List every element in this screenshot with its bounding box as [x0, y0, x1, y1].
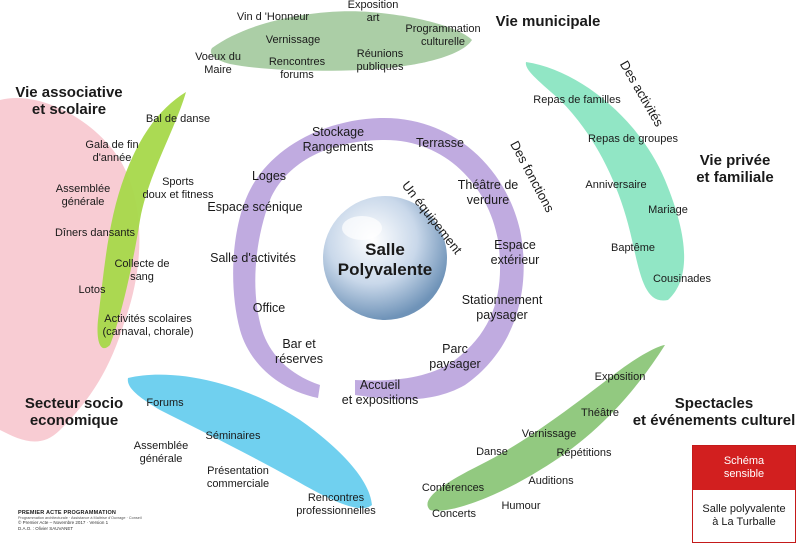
- private-item: Baptême: [610, 242, 656, 254]
- credit-block: PREMIER ACTE PROGRAMMATION Programmation…: [18, 510, 158, 532]
- municipal-item: Vin d 'Honneur: [236, 11, 310, 23]
- center-title: Salle Polyvalente: [337, 240, 433, 279]
- municipal-item: Voeux du Maire: [195, 51, 241, 76]
- associative-item: Collecte de sang: [114, 258, 170, 283]
- function-loges: Loges: [251, 169, 287, 183]
- function-espace-scenique: Espace scénique: [207, 200, 303, 214]
- associative-item: Lotos: [78, 284, 106, 296]
- associative-item: Gala de fin d'année: [85, 139, 139, 164]
- spectacle-item: Humour: [501, 500, 541, 512]
- schema-badge: Schéma sensible Salle polyvalente à La T…: [692, 445, 796, 543]
- function-bar: Bar et réserves: [275, 337, 323, 366]
- spectacle-item: Vernissage: [521, 428, 577, 440]
- pink-blob: [0, 98, 140, 442]
- function-terrasse: Terrasse: [416, 136, 464, 150]
- municipal-item: Exposition art: [347, 0, 399, 24]
- associative-item: Dîners dansants: [54, 227, 136, 239]
- associative-item: Sports doux et fitness: [142, 176, 214, 201]
- spectacle-leaf: [427, 345, 665, 511]
- associative-item: Activités scolaires (carnaval, chorale): [102, 313, 194, 338]
- credit-title: PREMIER ACTE PROGRAMMATION: [18, 510, 117, 516]
- private-item: Repas de groupes: [588, 133, 678, 145]
- sphere-highlight: [342, 216, 382, 240]
- socio-item: Forums: [146, 397, 184, 409]
- function-salle-activites: Salle d'activités: [210, 251, 296, 265]
- municipal-item: Vernissage: [265, 34, 321, 46]
- credit-subtitle: Programmation architecturale · Assistanc…: [18, 516, 142, 520]
- municipal-item: Programmation culturelle: [405, 23, 481, 48]
- function-espace-exterieur: Espace extérieur: [490, 238, 540, 267]
- socio-item: Assemblée générale: [133, 440, 189, 465]
- credit-line: © Premier Acte – Novembre 2017 · Version…: [18, 520, 109, 525]
- private-leaf: [525, 62, 685, 301]
- associative-item: Assemblée générale: [55, 183, 111, 208]
- socio-title: Secteur socio economique: [24, 395, 124, 429]
- badge-subtitle: Salle polyvalente à La Turballe: [702, 503, 786, 528]
- private-title: Vie privée et familiale: [696, 152, 774, 186]
- private-item: Cousinades: [652, 273, 712, 285]
- spectacle-item: Concerts: [431, 508, 477, 520]
- spectacle-title: Spectacles et événements culturel: [632, 395, 796, 429]
- spectacle-item: Répétitions: [556, 447, 612, 459]
- spectacle-item: Auditions: [528, 475, 574, 487]
- socio-item: Séminaires: [205, 430, 261, 442]
- function-accueil: Accueil et expositions: [341, 378, 419, 407]
- function-parc: Parc paysager: [429, 342, 481, 371]
- spectacle-item: Exposition: [594, 371, 646, 383]
- function-stationnement: Stationnement paysager: [461, 293, 543, 322]
- socio-item: Rencontres professionnelles: [296, 492, 376, 517]
- municipal-item: Rencontres forums: [268, 56, 326, 81]
- municipal-item: Réunions publiques: [356, 48, 404, 73]
- municipal-title: Vie municipale: [495, 13, 601, 30]
- spectacle-item: Conférences: [421, 482, 485, 494]
- credit-line: D.A.O. : Olivier SAUVANET: [18, 526, 74, 531]
- private-item: Anniversaire: [585, 179, 647, 191]
- function-theatre: Théâtre de verdure: [457, 178, 519, 207]
- private-item: Mariage: [648, 204, 688, 216]
- private-item: Repas de familles: [533, 94, 621, 106]
- green-leaf: [97, 92, 186, 349]
- function-stockage: Stockage Rangements: [302, 125, 374, 154]
- spectacle-item: Danse: [476, 446, 508, 458]
- spectacle-item: Théâtre: [581, 407, 619, 419]
- socio-item: Présentation commerciale: [206, 465, 270, 490]
- associative-title: Vie associative et scolaire: [15, 84, 123, 118]
- badge-title: Schéma sensible: [693, 446, 795, 490]
- municipal-leaf: [210, 11, 472, 71]
- associative-item: Bal de danse: [145, 113, 211, 125]
- socio-leaf: [127, 374, 372, 509]
- function-office: Office: [252, 301, 286, 315]
